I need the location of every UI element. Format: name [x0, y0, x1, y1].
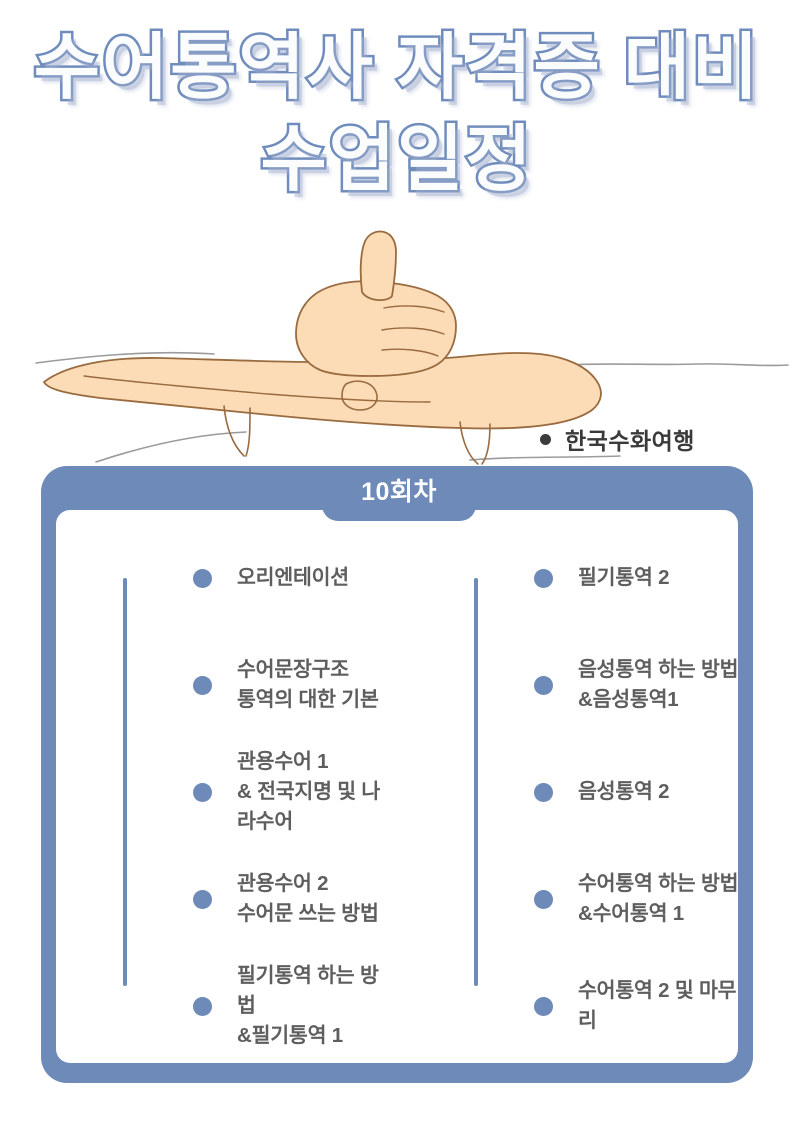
timeline-rail-left [123, 578, 127, 986]
title-line-2: 수업일정 [258, 118, 534, 203]
list-item[interactable]: 필기통역 2 [470, 563, 745, 593]
list-item-label: 음성통역 하는 방법 &음성통역1 [578, 658, 739, 711]
list-item-label: 수어통역 2 및 마무리 [578, 979, 737, 1032]
list-item[interactable]: 관용수어 1 & 전국지명 및 나라수어 [119, 747, 394, 837]
right-column-items: 필기통역 2 음성통역 하는 방법 &음성통역1 음성통역 2 수어통역 하는 … [470, 510, 753, 1063]
timeline-dot-icon [193, 675, 212, 695]
schedule-card: 10회차 오리엔테이션 수어문장구조 통역의 대한 기본 [41, 466, 753, 1083]
timeline-dot-icon [193, 782, 212, 802]
right-column: 필기통역 2 음성통역 하는 방법 &음성통역1 음성통역 2 수어통역 하는 … [402, 510, 753, 1063]
list-item-label: 음성통역 2 [578, 780, 670, 803]
list-item-label: 필기통역 2 [578, 566, 670, 589]
list-item-label: 오리엔테이션 [237, 566, 349, 589]
timeline-dot-icon [193, 889, 212, 909]
list-item-label: 필기통역 하는 방법 &필기통역 1 [237, 964, 379, 1047]
title-line-1: 수어통역사 자격증 대비 [31, 26, 761, 111]
list-item[interactable]: 음성통역 2 [470, 777, 745, 807]
brand-label: 한국수화여행 [565, 428, 695, 454]
list-item[interactable]: 수어통역 2 및 마무리 [470, 976, 745, 1036]
timeline-dot-icon [193, 568, 212, 588]
schedule-card-inner [56, 510, 738, 1063]
list-item-label: 관용수어 1 & 전국지명 및 나라수어 [237, 750, 381, 833]
list-item[interactable]: 수어문장구조 통역의 대한 기본 [119, 655, 394, 715]
left-column: 오리엔테이션 수어문장구조 통역의 대한 기본 관용수어 1 & 전국지명 및 … [41, 510, 402, 1063]
sign-language-hands-illustration [0, 230, 794, 470]
timeline-dot-icon [534, 996, 553, 1016]
schedule-columns: 오리엔테이션 수어문장구조 통역의 대한 기본 관용수어 1 & 전국지명 및 … [41, 510, 753, 1063]
timeline-dot-icon [534, 675, 553, 695]
brand-credit: 한국수화여행 [540, 422, 695, 456]
list-item[interactable]: 수어통역 하는 방법 &수어통역 1 [470, 869, 745, 929]
list-item[interactable]: 필기통역 하는 방법 &필기통역 1 [119, 961, 394, 1051]
timeline-dot-icon [534, 889, 553, 909]
timeline-dot-icon [534, 782, 553, 802]
list-item-label: 수어통역 하는 방법 &수어통역 1 [578, 872, 739, 925]
list-item[interactable]: 음성통역 하는 방법 &음성통역1 [470, 655, 745, 715]
timeline-rail-right [474, 578, 478, 986]
list-item[interactable]: 오리엔테이션 [119, 563, 394, 593]
list-item[interactable]: 관용수어 2 수어문 쓰는 방법 [119, 869, 394, 929]
timeline-dot-icon [534, 568, 553, 588]
timeline-dot-icon [193, 996, 212, 1016]
page-title: 수어통역사 자격증 대비 수업일정 [0, 22, 794, 206]
bullet-dot-icon [540, 433, 551, 445]
session-count-badge: 10회차 [322, 466, 476, 521]
list-item-label: 관용수어 2 수어문 쓰는 방법 [237, 872, 379, 925]
left-column-items: 오리엔테이션 수어문장구조 통역의 대한 기본 관용수어 1 & 전국지명 및 … [119, 510, 402, 1063]
list-item-label: 수어문장구조 통역의 대한 기본 [237, 658, 379, 711]
session-count-label: 10회차 [361, 477, 437, 506]
